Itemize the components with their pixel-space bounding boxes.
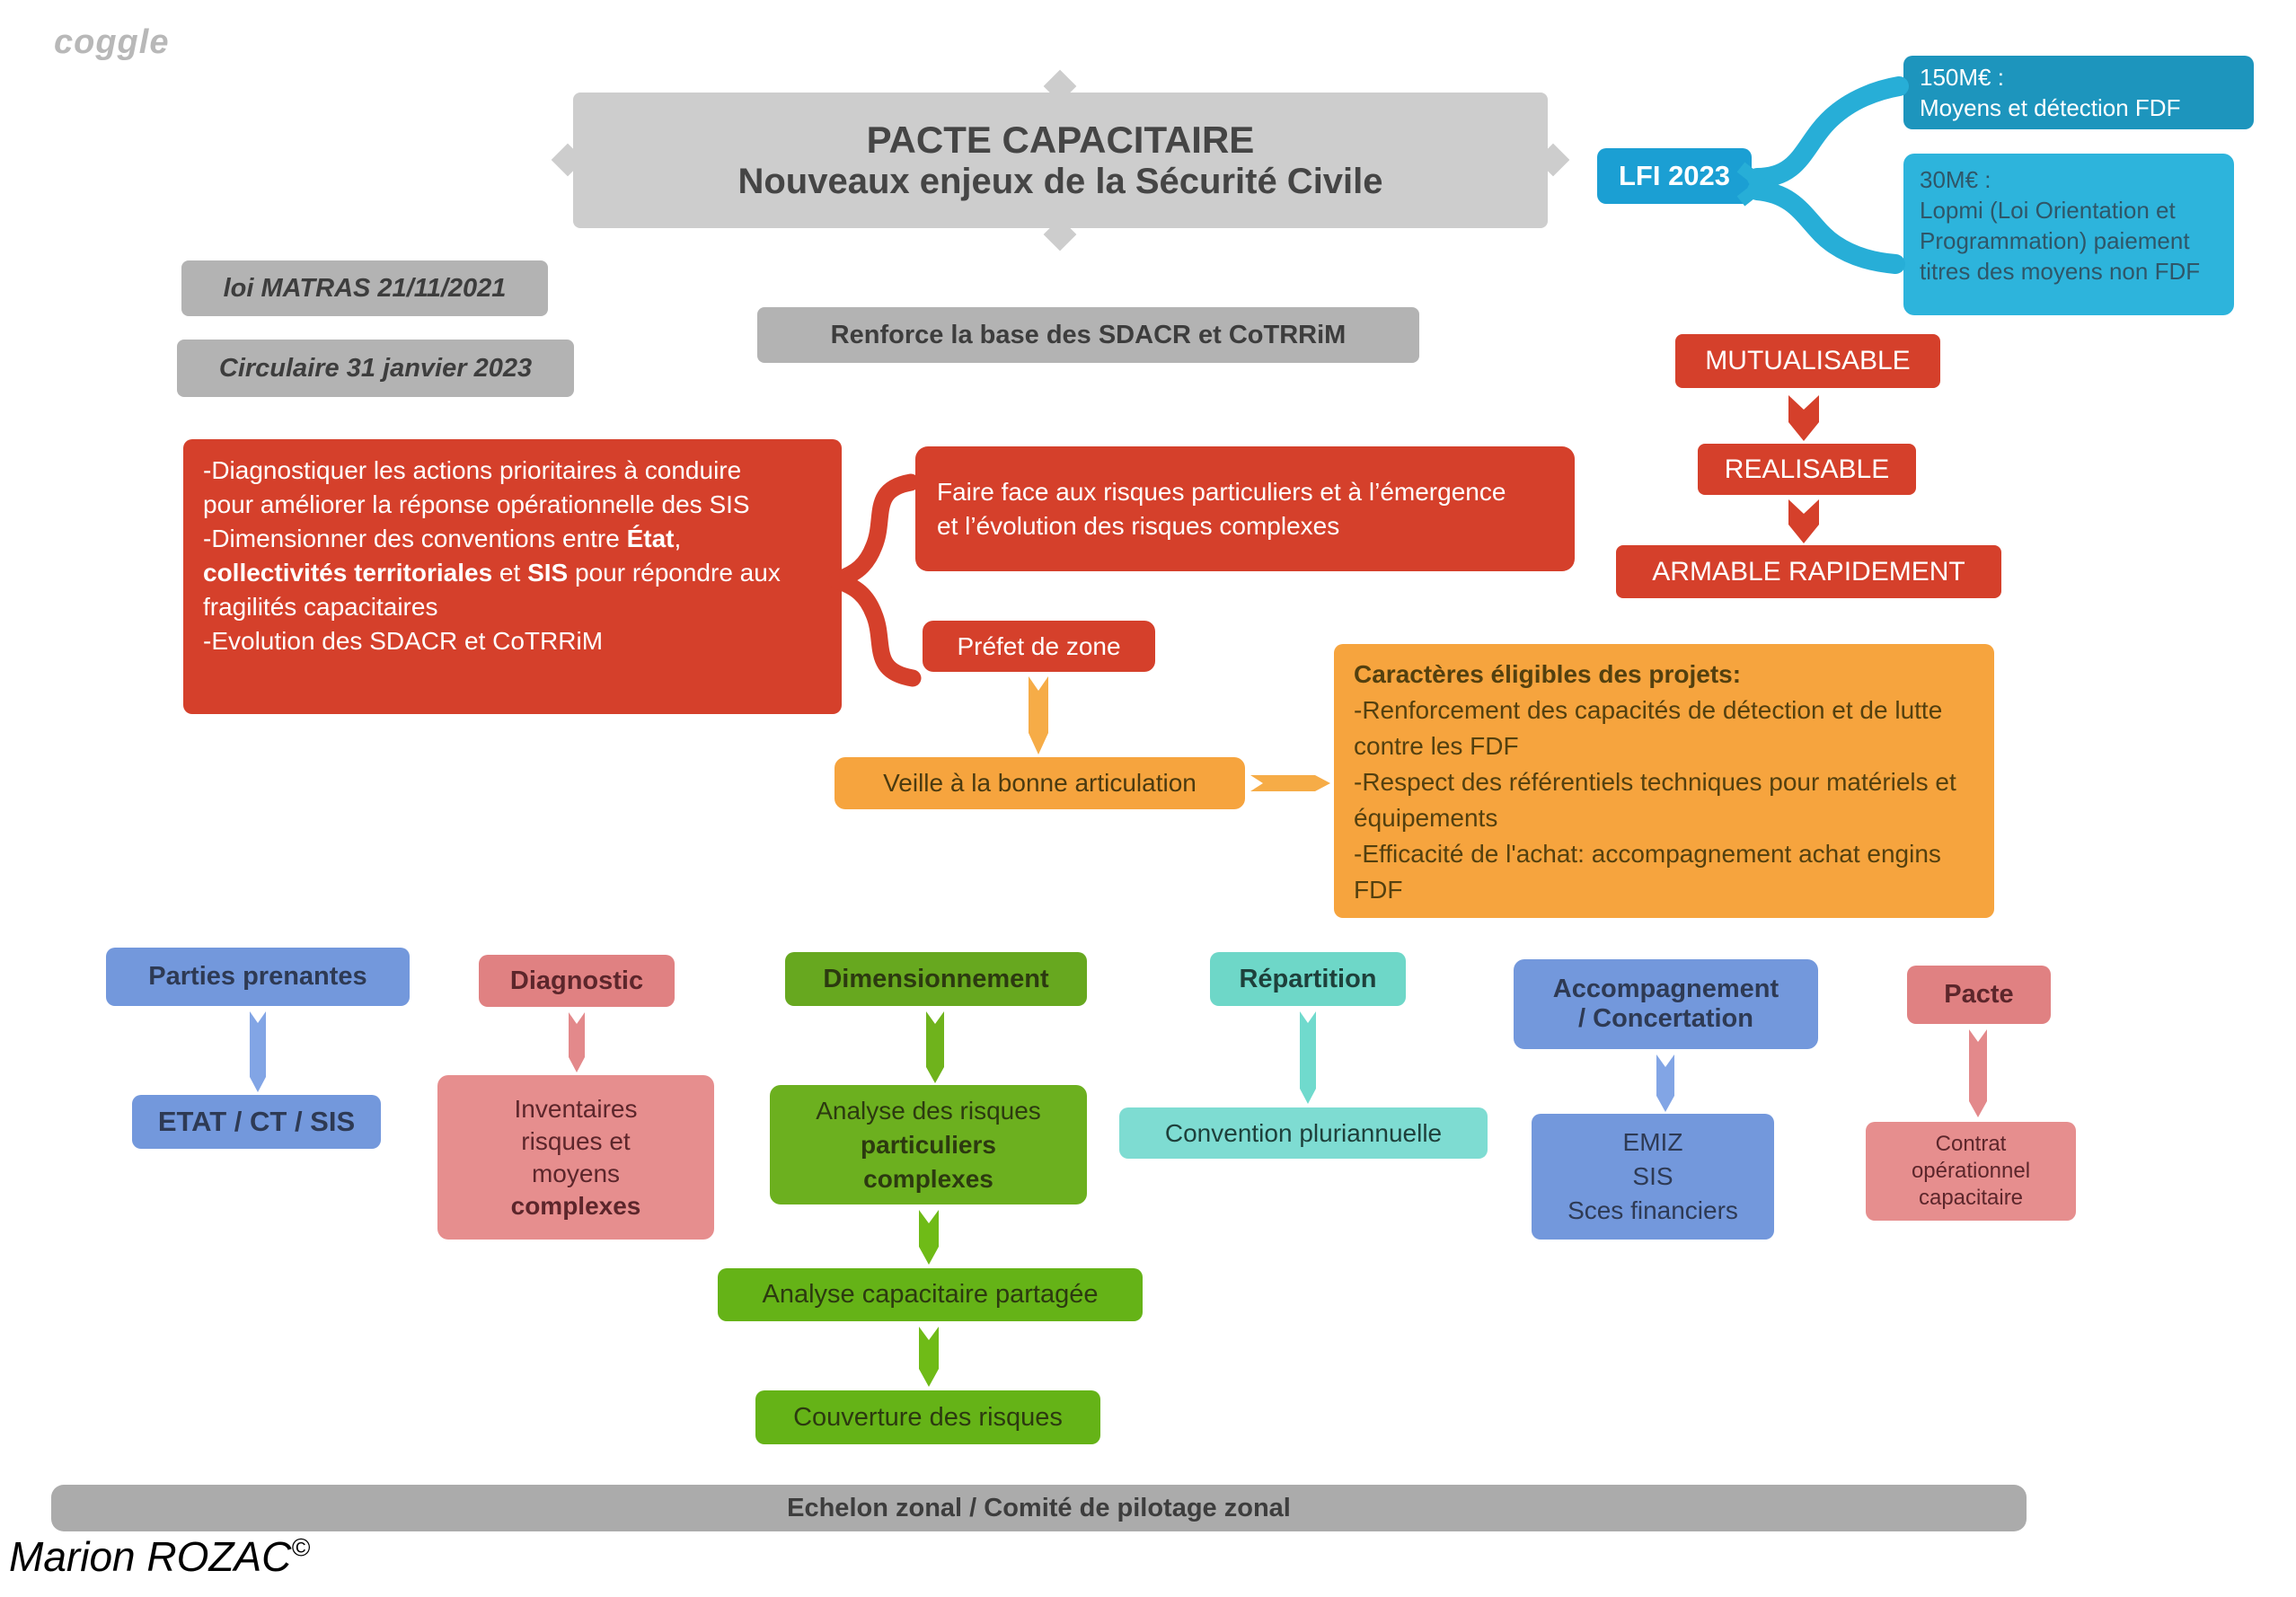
missions-p2e: et: [492, 559, 528, 587]
emiz-l1: EMIZ: [1622, 1128, 1683, 1156]
eligibilite-node[interactable]: Caractères éligibles des projets: -Renfo…: [1334, 644, 1994, 918]
parties-header-node[interactable]: Parties prenantes: [106, 948, 410, 1006]
diagnostic-arrow: [569, 1012, 585, 1072]
lfi-fork-bottom-connector: [1747, 181, 1905, 274]
veille-to-eligibilite-arrow: [1250, 775, 1330, 791]
lfi-30-desc: Lopmi (Loi Orientation et Programmation)…: [1920, 197, 2201, 285]
pacte-header-node[interactable]: Pacte: [1907, 966, 2051, 1024]
missions-p2f: SIS: [527, 559, 569, 587]
etat-ct-sis-node[interactable]: ETAT / CT / SIS: [132, 1095, 381, 1149]
risques-complexes-node[interactable]: Faire face aux risques particuliers et à…: [915, 446, 1575, 571]
dimensionnement-header-node[interactable]: Dimensionnement: [785, 952, 1087, 1006]
lfi-node[interactable]: LFI 2023: [1597, 148, 1752, 204]
eligibilite-title: Caractères éligibles des projets:: [1354, 660, 1742, 688]
inventaires-bold: complexes: [510, 1191, 641, 1220]
emiz-node[interactable]: EMIZ SIS Sces financiers: [1532, 1114, 1774, 1240]
chain-realisable-node[interactable]: REALISABLE: [1698, 444, 1916, 495]
lfi-150-desc: Moyens et détection FDF: [1920, 94, 2181, 121]
contrat-text: Contrat opérationnel capacitaire: [1911, 1132, 2031, 1210]
echelon-zonal-bar[interactable]: Echelon zonal / Comité de pilotage zonal: [51, 1485, 2027, 1531]
analyse-partagee-node[interactable]: Analyse capacitaire partagée: [718, 1268, 1143, 1321]
accompagnement-header-node[interactable]: Accompagnement / Concertation: [1514, 959, 1818, 1049]
title-line2: Nouveaux enjeux de la Sécurité Civile: [737, 162, 1383, 201]
coggle-logo[interactable]: coggle: [54, 23, 170, 61]
lfi-150-text: 150M€ : Moyens et détection FDF: [1920, 62, 2180, 123]
author-name: Marion ROZAC: [9, 1533, 292, 1580]
missions-text: -Diagnostiquer les actions prioritaires …: [203, 454, 791, 658]
inventaires-text: Inventaires risques et moyens complexes: [484, 1093, 668, 1222]
chain-mutualisable-node[interactable]: MUTUALISABLE: [1675, 334, 1940, 388]
analyse-risques-l2: particuliers: [861, 1130, 996, 1159]
missions-p3: -Evolution des SDACR et CoTRRiM: [203, 627, 604, 655]
mutualisable-to-realisable-arrow: [1788, 395, 1819, 441]
missions-p2b: État: [626, 525, 675, 552]
accompagnement-header-l1: Accompagnement: [1552, 975, 1779, 1003]
risques-complexes-text: Faire face aux risques particuliers et à…: [937, 477, 1506, 540]
dimensionnement-arrow: [926, 1011, 944, 1083]
veille-node[interactable]: Veille à la bonne articulation: [835, 757, 1245, 809]
lfi-30-node[interactable]: 30M€ : Lopmi (Loi Orientation et Program…: [1903, 154, 2234, 315]
emiz-l3: Sces financiers: [1567, 1196, 1738, 1224]
accompagnement-arrow: [1656, 1054, 1674, 1112]
missions-p1: -Diagnostiquer les actions prioritaires …: [203, 456, 750, 518]
partagee-to-couverture-arrow: [919, 1327, 939, 1387]
missions-p2d: collectivités territoriales: [203, 559, 493, 587]
diagnostic-header-node[interactable]: Diagnostic: [479, 955, 675, 1007]
lfi-30-amount: 30M€ :: [1920, 166, 1991, 193]
prefet-to-veille-arrow: [1029, 676, 1048, 754]
prefet-node[interactable]: Préfet de zone: [923, 621, 1155, 672]
realisable-to-armable-arrow: [1788, 499, 1819, 543]
eligibilite-item-1: -Renforcement des capacités de détection…: [1354, 696, 1943, 760]
chain-armable-node[interactable]: ARMABLE RAPIDEMENT: [1616, 545, 2001, 598]
analyse-risques-l3: complexes: [863, 1164, 993, 1193]
eligibilite-item-2: -Respect des référentiels techniques pou…: [1354, 768, 1956, 832]
copyright-icon: ©: [291, 1533, 311, 1562]
lfi-fork-top-connector: [1747, 76, 1909, 188]
pacte-arrow: [1969, 1029, 1987, 1117]
missions-p2c: ,: [674, 525, 682, 552]
couverture-node[interactable]: Couverture des risques: [755, 1390, 1100, 1444]
renforce-node[interactable]: Renforce la base des SDACR et CoTRRiM: [757, 307, 1419, 363]
eligibilite-text: Caractères éligibles des projets: -Renfo…: [1354, 657, 1974, 908]
repartition-arrow: [1300, 1011, 1316, 1104]
analyse-risques-l1: Analyse des risques: [816, 1096, 1041, 1125]
missions-p2a: -Dimensionner des conventions entre: [203, 525, 627, 552]
circulaire-node[interactable]: Circulaire 31 janvier 2023: [177, 340, 574, 397]
repartition-header-node[interactable]: Répartition: [1210, 952, 1406, 1006]
lfi-150-node[interactable]: 150M€ : Moyens et détection FDF: [1903, 56, 2254, 129]
contrat-node[interactable]: Contrat opérationnel capacitaire: [1866, 1122, 2076, 1221]
loi-matras-node[interactable]: loi MATRAS 21/11/2021: [181, 260, 548, 316]
missions-p2g: pour répondre aux fragilités capacitaire…: [203, 559, 781, 621]
inventaires-normal: Inventaires risques et moyens: [514, 1094, 638, 1187]
lfi-30-text: 30M€ : Lopmi (Loi Orientation et Program…: [1920, 164, 2209, 287]
title-line1: PACTE CAPACITAIRE: [866, 119, 1255, 161]
lfi-150-amount: 150M€ :: [1920, 64, 2004, 91]
convention-node[interactable]: Convention pluriannuelle: [1119, 1107, 1488, 1159]
analyse-to-partagee-arrow: [919, 1210, 939, 1265]
analyse-risques-node[interactable]: Analyse des risques particuliers complex…: [770, 1085, 1087, 1204]
title-node[interactable]: PACTE CAPACITAIRE Nouveaux enjeux de la …: [573, 93, 1548, 228]
inventaires-node[interactable]: Inventaires risques et moyens complexes: [437, 1075, 714, 1240]
missions-brace-connector: [827, 473, 922, 687]
missions-node[interactable]: -Diagnostiquer les actions prioritaires …: [183, 439, 842, 714]
emiz-l2: SIS: [1632, 1162, 1673, 1190]
author-signature: Marion ROZAC©: [9, 1532, 310, 1581]
accompagnement-header-l2: / Concertation: [1578, 1004, 1753, 1033]
parties-arrow: [250, 1011, 266, 1092]
eligibilite-item-3: -Efficacité de l'achat: accompagnement a…: [1354, 840, 1941, 904]
